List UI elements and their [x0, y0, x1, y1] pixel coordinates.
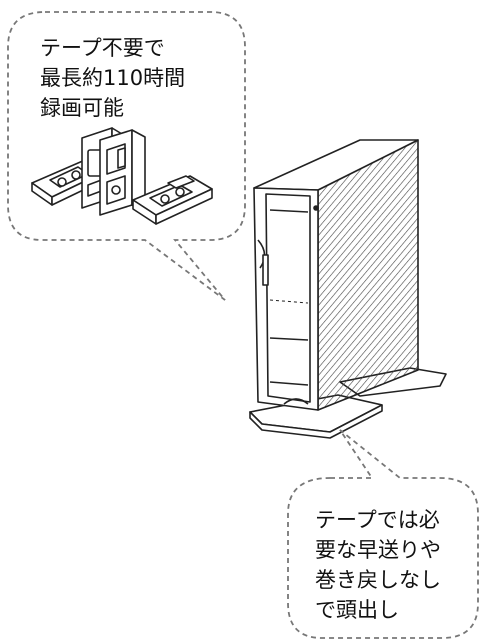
vhs-cassette-icon	[31, 127, 213, 225]
bottom-speech-bubble	[287, 429, 479, 639]
bottom-bubble-line-2: 要な早送りや	[315, 538, 441, 562]
top-bubble-line-3: 録画可能	[40, 96, 124, 120]
recorder-disc-slot	[257, 239, 266, 269]
bottom-bubble-line-4: で頭出し	[315, 598, 399, 622]
vhs-cassette-right-icon	[132, 175, 213, 225]
bottom-bubble-line-3: 巻き戻しなし	[315, 568, 441, 592]
hard-disk-recorder-illustration	[249, 139, 447, 439]
vhs-cassette-standing-front-icon	[99, 129, 146, 216]
top-bubble-line-2: 最長約110時間	[40, 66, 186, 90]
recorder-bottom-button	[283, 398, 309, 405]
bottom-bubble-line-1: テープでは必	[315, 508, 440, 532]
recorder-power-indicator	[313, 205, 319, 211]
bottom-bubble-caption: テープでは必 要な早送りや 巻き戻しなし で頭出し	[315, 505, 441, 625]
top-bubble-line-1: テープ不要で	[40, 36, 165, 60]
top-bubble-caption: テープ不要で 最長約110時間 録画可能	[40, 33, 185, 123]
